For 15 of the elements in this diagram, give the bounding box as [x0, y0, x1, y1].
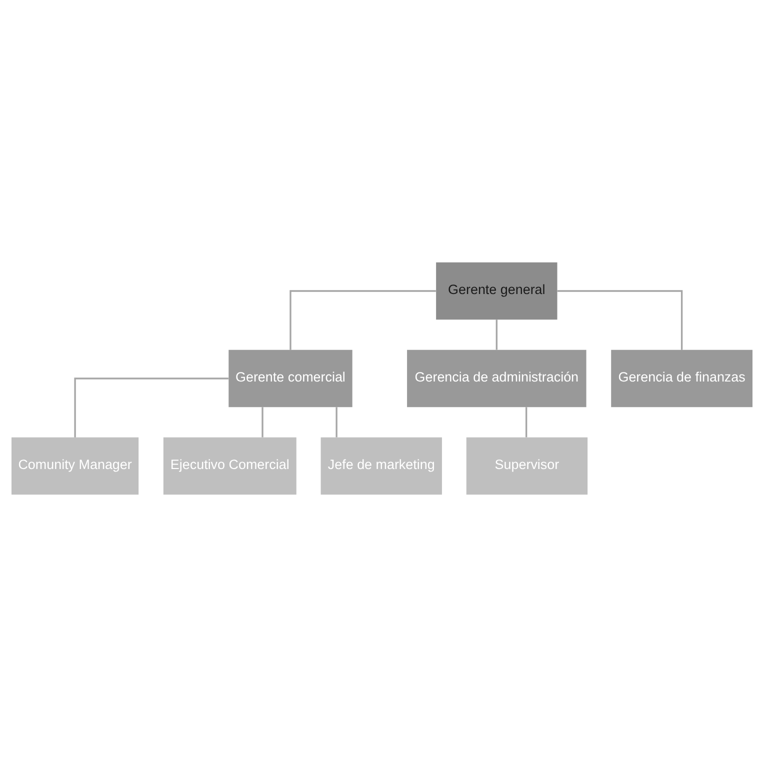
connector — [74, 378, 228, 438]
node-box: Gerencia de administración — [407, 350, 586, 408]
node-box: Gerencia de finanzas — [611, 350, 752, 408]
node-box: Supervisor — [466, 437, 588, 495]
connector — [525, 407, 528, 438]
connector — [557, 290, 683, 350]
node-box: Ejecutivo Comercial — [163, 437, 296, 495]
connector — [496, 320, 498, 350]
node-box: Gerente comercial — [228, 350, 352, 408]
node-box: Jefe de marketing — [320, 437, 442, 495]
connector — [262, 407, 264, 438]
connector — [336, 407, 338, 438]
connector — [290, 290, 436, 350]
node-box: Gerente general — [436, 262, 558, 320]
node-box: Comunity Manager — [12, 437, 139, 495]
